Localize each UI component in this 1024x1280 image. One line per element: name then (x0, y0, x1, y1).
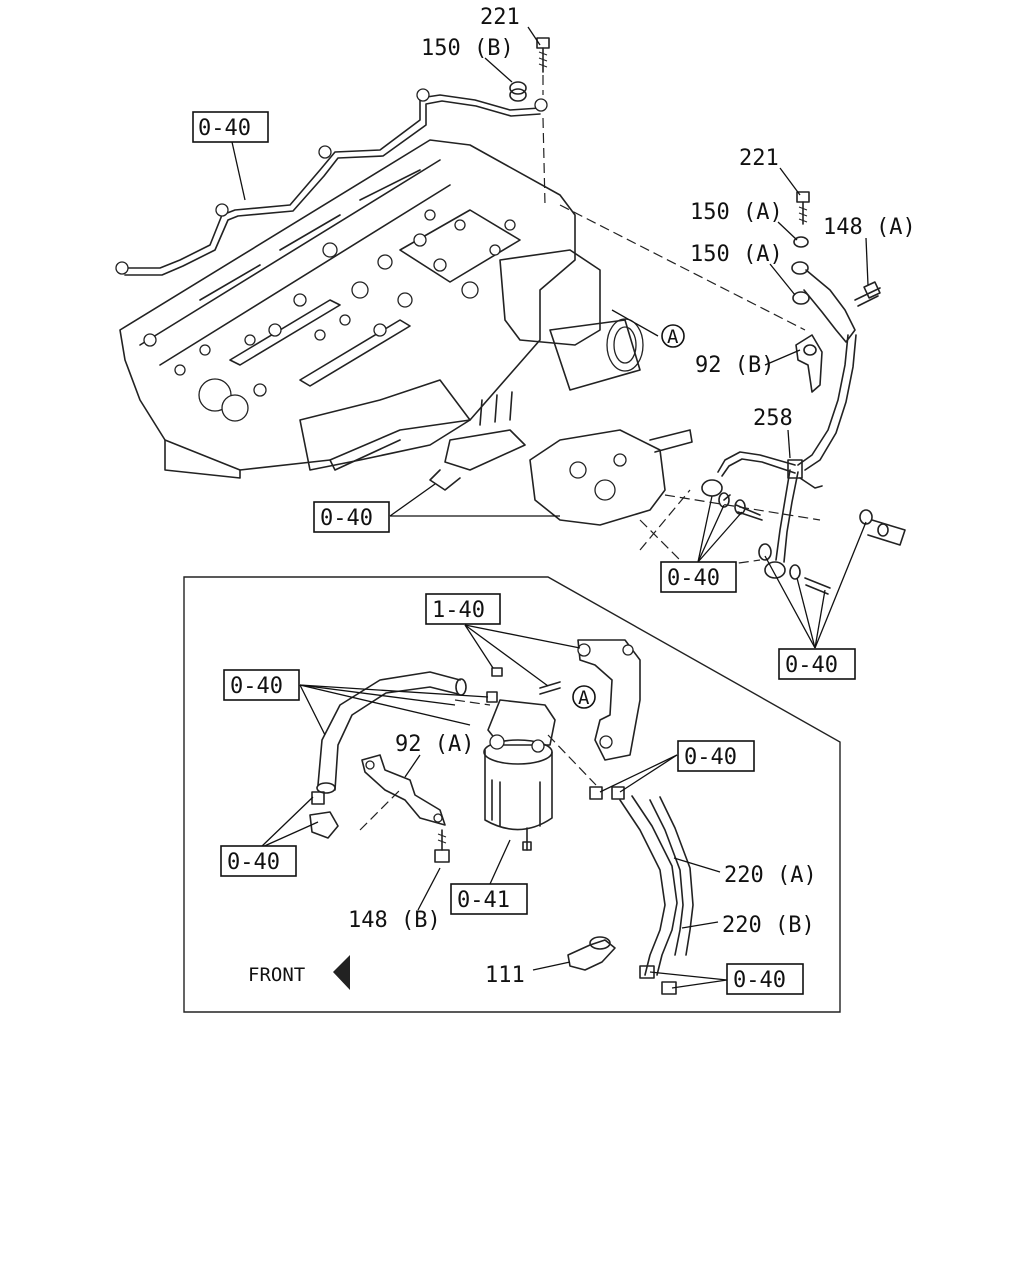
fuel-filter-0-41 (483, 699, 556, 851)
ref-box-0-41 (450, 883, 528, 915)
label-220a: 220 (A) (724, 863, 817, 888)
washer-150b (509, 81, 527, 102)
ref-box-1-40 (425, 593, 501, 625)
hoses-220 (589, 786, 694, 995)
front-arrow-icon (333, 955, 350, 990)
bracket-1-40 (486, 639, 641, 761)
label-148a: 148 (A) (823, 215, 916, 240)
return-pipe-258 (701, 334, 857, 579)
label-0-40-d: 0-40 (785, 653, 838, 678)
label-221-top: 221 (480, 5, 520, 30)
label-0-40-h: 0-40 (733, 968, 786, 993)
label-150a-1: 150 (A) (690, 200, 783, 225)
ref-box-0-40-g (220, 845, 297, 877)
label-0-41: 0-41 (457, 888, 510, 913)
fuel-supply-pump (429, 391, 693, 526)
label-220b: 220 (B) (722, 913, 815, 938)
bracket-92a (361, 754, 446, 826)
label-150a-2: 150 (A) (690, 242, 783, 267)
label-148b: 148 (B) (348, 908, 441, 933)
label-0-40-b: 0-40 (320, 506, 373, 531)
leader-lines (231, 26, 869, 989)
ref-box-0-40-h (726, 963, 804, 995)
fuel-leakoff-pipe (115, 88, 548, 276)
clip-111 (567, 936, 616, 971)
ref-box-0-40-d (778, 648, 856, 680)
label-front: FRONT (248, 964, 305, 986)
ref-box-0-40-e (223, 669, 300, 701)
label-221-right: 221 (739, 146, 779, 171)
label-150b: 150 (B) (421, 36, 514, 61)
callouts-top: 221 150 (B) 0-40 221 150 (A) 148 (A) 150… (192, 5, 916, 680)
cylinder-head (119, 139, 644, 479)
label-0-40-e: 0-40 (230, 674, 283, 699)
bolt-148b (434, 829, 450, 863)
label-111: 111 (485, 963, 525, 988)
circle-a-1 (661, 324, 685, 348)
label-0-40-a: 0-40 (198, 116, 251, 141)
callouts-inset: 1-40 0-40 A 92 (A) 0-40 0-40 220 (A) 0-4… (220, 593, 817, 995)
label-92a: 92 (A) (395, 732, 474, 757)
right-small-parts (718, 191, 906, 595)
bolt-221-top (536, 37, 550, 73)
label-0-40-g: 0-40 (227, 850, 280, 875)
label-1-40: 1-40 (432, 598, 485, 623)
circle-a-2 (572, 685, 596, 709)
label-0-40-c: 0-40 (667, 566, 720, 591)
ref-box-0-40-b (313, 501, 390, 533)
label-92b: 92 (B) (695, 353, 774, 378)
ref-box-0-40-a (192, 111, 269, 143)
ref-box-0-40-c (660, 561, 737, 593)
label-0-40-f: 0-40 (684, 745, 737, 770)
label-circle-a-1: A (667, 326, 679, 348)
label-258: 258 (753, 406, 793, 431)
ref-box-0-40-f (677, 740, 755, 772)
inset-border (183, 576, 841, 1013)
label-circle-a-2: A (578, 687, 590, 709)
